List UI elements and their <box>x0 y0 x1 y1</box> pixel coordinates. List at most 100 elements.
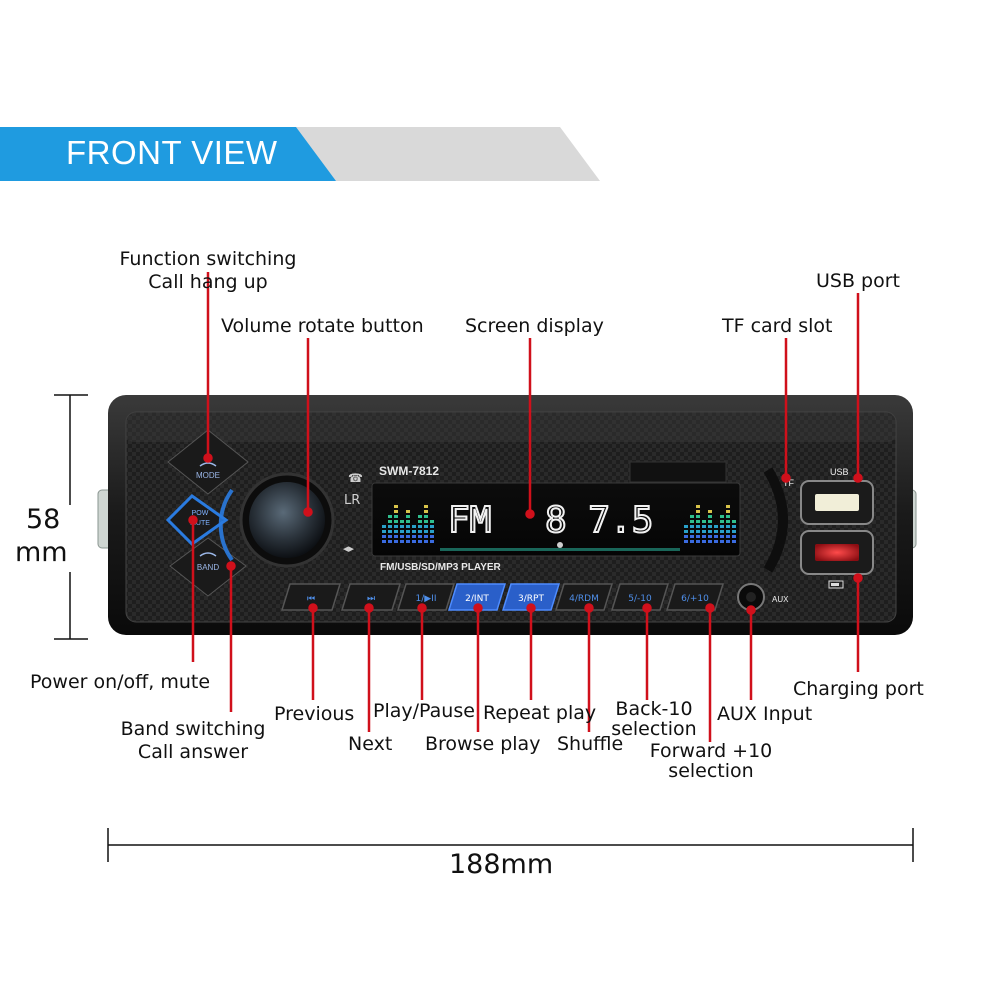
eq-bar <box>412 540 416 543</box>
eq-bar <box>702 520 706 523</box>
eq-bar <box>394 540 398 543</box>
repeat-button[interactable] <box>501 583 561 611</box>
browse-button[interactable] <box>447 583 507 611</box>
eq-bar <box>714 530 718 533</box>
eq-bar <box>702 525 706 528</box>
phone-hangup-icon <box>199 462 217 467</box>
leader-dot <box>303 507 313 517</box>
height-value: 58 <box>26 504 61 535</box>
previous-button-label: ⏮ <box>307 594 315 604</box>
label-next: Next <box>348 733 393 755</box>
height-unit: mm <box>15 537 68 568</box>
eq-bar <box>708 515 712 518</box>
eq-bar <box>690 540 694 543</box>
eq-bar <box>388 540 392 543</box>
label-back10-line1: Back-10 <box>615 698 693 720</box>
pow-label: POW <box>192 510 209 517</box>
eq-bar <box>394 515 398 518</box>
panel-highlight <box>126 412 896 442</box>
leader-dot <box>417 603 427 613</box>
label-back10-line2: selection <box>611 718 697 740</box>
leader-dot <box>308 603 318 613</box>
leader-dot <box>203 453 213 463</box>
eq-bar <box>424 540 428 543</box>
label-back10: Back-10 selection <box>604 699 704 739</box>
eq-bar <box>696 505 700 508</box>
eq-bar <box>400 530 404 533</box>
eq-bar <box>696 530 700 533</box>
usb-port-inner <box>815 494 859 511</box>
eq-bar <box>720 520 724 523</box>
eq-bar <box>424 530 428 533</box>
mode-button-label: MODE <box>196 471 220 480</box>
banner-title: FRONT VIEW <box>66 134 278 171</box>
back10-button-label: 5/-10 <box>628 594 652 604</box>
eq-bar <box>400 525 404 528</box>
eq-bar <box>400 535 404 538</box>
eq-bar <box>732 530 736 533</box>
label-usb-port: USB port <box>816 270 900 292</box>
eq-bar <box>424 525 428 528</box>
eq-bar <box>412 525 416 528</box>
leader-dot <box>584 603 594 613</box>
eq-bar <box>726 510 730 513</box>
eq-bar <box>430 535 434 538</box>
eq-bar <box>382 540 386 543</box>
next-button[interactable] <box>340 583 402 611</box>
model-label: SWM-7812 <box>379 464 439 478</box>
repeat-button-label: 3/RPT <box>518 594 544 604</box>
eq-bar <box>690 525 694 528</box>
eq-bar <box>714 535 718 538</box>
eq-bar <box>708 535 712 538</box>
eq-bar <box>406 535 410 538</box>
tf-label: TF <box>783 478 794 488</box>
eq-bar <box>696 510 700 513</box>
screen-top-notch <box>629 461 727 483</box>
eq-bar <box>388 535 392 538</box>
tf-card-slot[interactable] <box>763 467 788 573</box>
eq-bar <box>430 540 434 543</box>
eq-bar <box>394 505 398 508</box>
eq-bar <box>412 530 416 533</box>
label-play-pause: Play/Pause <box>373 700 475 722</box>
label-power: Power on/off, mute <box>30 671 211 693</box>
leader-dot <box>226 561 236 571</box>
screen-display <box>371 482 741 557</box>
leader-dot <box>853 473 863 483</box>
eq-bar <box>394 510 398 513</box>
speaker-icon: ◂▸ <box>343 542 355 555</box>
eq-bar <box>726 505 730 508</box>
eq-bar <box>690 515 694 518</box>
lr-icon: LR <box>344 493 360 508</box>
label-function-line2: Call hang up <box>148 271 268 293</box>
eq-bar <box>424 520 428 523</box>
label-aux: AUX Input <box>717 703 813 725</box>
aux-label: AUX <box>772 595 789 604</box>
display-band: FM <box>448 500 491 541</box>
shuffle-button[interactable] <box>554 583 614 611</box>
browse-button-label: 2/INT <box>465 594 489 604</box>
previous-button[interactable] <box>280 583 342 611</box>
display-frequency: 8 7.5 <box>545 500 653 541</box>
width-dimension: 188mm <box>449 849 554 880</box>
eq-bar <box>406 515 410 518</box>
eq-bar <box>418 520 422 523</box>
volume-knob[interactable] <box>249 482 325 558</box>
eq-bar <box>696 540 700 543</box>
leader-dot <box>642 603 652 613</box>
eq-bar <box>430 525 434 528</box>
label-tf-slot: TF card slot <box>722 315 833 337</box>
equalizer-right <box>684 505 736 543</box>
play-pause-button[interactable] <box>396 583 456 611</box>
eq-bar <box>424 510 428 513</box>
eq-bar <box>394 520 398 523</box>
eq-bar <box>418 535 422 538</box>
eq-bar <box>406 525 410 528</box>
back10-button[interactable] <box>610 583 670 611</box>
band-button-label: BAND <box>197 563 219 572</box>
eq-bar <box>418 530 422 533</box>
leader-dot <box>525 509 535 519</box>
eq-bar <box>412 535 416 538</box>
eq-bar <box>708 520 712 523</box>
